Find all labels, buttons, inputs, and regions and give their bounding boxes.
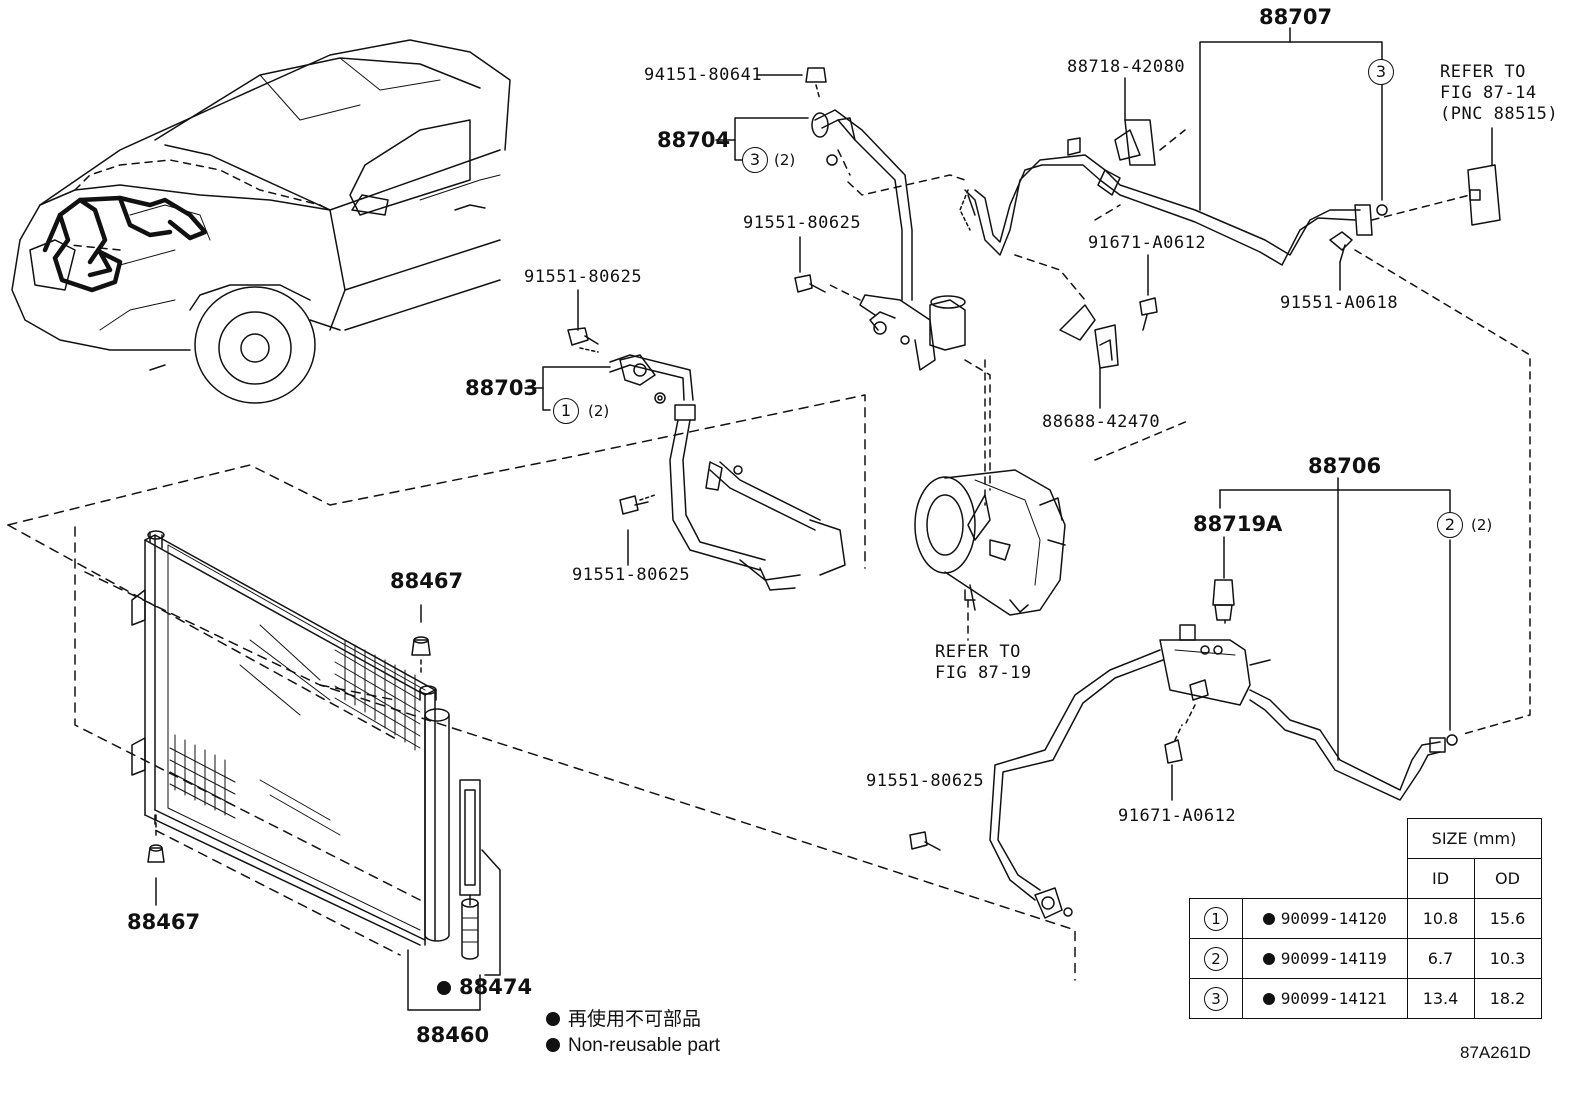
condenser-leaders [155,604,501,1011]
refer-fig-87-14-note: REFER TO FIG 87-14 (PNC 88515) [1440,62,1558,125]
table-subheader-row: ID OD [1190,858,1542,899]
non-reusable-dot-icon [546,1012,560,1026]
hose-88703-leaders [524,289,656,566]
figure-id: 87A261D [1460,1043,1531,1062]
label-88474: 88474 [437,977,532,998]
col-od-header: OD [1473,858,1542,899]
non-reusable-dot-icon [437,981,451,995]
row-num: 3 [1204,986,1228,1011]
legend-english: Non-reusable part [546,1036,720,1055]
seal-ref-circle-3b: 3 [1368,59,1394,85]
table-row: 3 90099-14121 13.4 18.2 [1189,978,1542,1019]
label-91671-A0612-b: 91671-A0612 [1118,806,1237,826]
row-od: 18.2 [1473,978,1542,1019]
label-88706: 88706 [1308,454,1382,478]
label-88718-42080: 88718-42080 [1067,57,1186,77]
label-91551-80625-b: 91551-80625 [524,267,643,287]
qty-88706: (2) [1471,516,1493,534]
row-id: 13.4 [1406,978,1475,1019]
row-num: 1 [1204,906,1228,931]
label-88460: 88460 [416,1023,490,1047]
non-reusable-dot-icon [1262,953,1275,965]
table-header-row: SIZE (mm) [1190,818,1542,859]
table-row: 2 90099-14119 6.7 10.3 [1189,938,1542,979]
label-91551-A0618: 91551-A0618 [1280,293,1399,313]
hose-88707-leaders [1099,27,1388,409]
row-part-number: 90099-14121 [1280,989,1387,1008]
qty-88703: (2) [588,402,610,420]
label-88474-text: 88474 [459,975,533,999]
refer-note-line: REFER TO [1440,62,1526,82]
hose-88706-leaders [1094,419,1451,801]
label-88707: 88707 [1259,5,1333,29]
hose-88704 [805,67,966,371]
refer-fig-87-19-note: REFER TO FIG 87-19 [935,642,1032,684]
label-88719A: 88719A [1193,512,1283,536]
row-id: 10.8 [1406,898,1475,939]
non-reusable-dot-icon [1262,993,1275,1005]
label-88467-bottom: 88467 [127,910,201,934]
refer-note-line: FIG 87-14 [1440,83,1537,103]
label-88467-top: 88467 [390,569,464,593]
label-91551-80625-a: 91551-80625 [743,213,862,233]
refer-note-line: (PNC 88515) [1440,104,1559,124]
label-91551-80625-c: 91551-80625 [572,565,691,585]
compressor [914,469,1066,616]
seal-ref-circle-1: 1 [553,398,579,424]
refer-note-line: REFER TO [935,642,1021,662]
non-reusable-dot-icon [1262,913,1275,925]
qty-88704: (2) [774,151,796,169]
seal-size-table: SIZE (mm) ID OD 1 90099-14120 10.8 15.6 … [1189,818,1542,1019]
row-od: 15.6 [1473,898,1542,939]
legend-chinese: 再使用不可部品 [546,1010,701,1029]
bolts [567,231,1353,851]
hose-88707 [959,119,1373,369]
non-reusable-dot-icon [546,1038,560,1052]
label-94151-80641: 94151-80641 [644,65,763,85]
size-header: SIZE (mm) [1406,818,1542,859]
refer-note-line: FIG 87-19 [935,663,1032,683]
label-88688-42470: 88688-42470 [1042,412,1161,432]
row-od: 10.3 [1473,938,1542,979]
row-part-number: 90099-14120 [1280,909,1387,928]
expansion-valve [1467,127,1501,226]
vehicle-illustration [11,39,511,404]
label-88704: 88704 [657,128,731,152]
row-num: 2 [1204,946,1228,971]
label-91551-80625-e: 91551-80625 [866,771,985,791]
legend-chinese-text: 再使用不可部品 [568,1009,702,1030]
col-id-header: ID [1406,858,1475,899]
condenser-illustration [131,530,481,960]
hose-88704-leaders [715,74,838,273]
condenser-dashed-outline [7,394,1076,981]
label-91671-A0612-a: 91671-A0612 [1088,233,1207,253]
hose-88706 [989,579,1458,919]
row-id: 6.7 [1406,938,1475,979]
seal-ref-circle-2: 2 [1437,512,1463,538]
harness-on-vehicle [42,195,208,293]
label-88703: 88703 [465,376,539,400]
legend-english-text: Non-reusable part [568,1035,721,1056]
seal-ref-circle-3: 3 [742,147,768,173]
hose-88703 [609,354,846,591]
row-part-number: 90099-14119 [1280,949,1387,968]
table-row: 1 90099-14120 10.8 15.6 [1189,898,1542,939]
